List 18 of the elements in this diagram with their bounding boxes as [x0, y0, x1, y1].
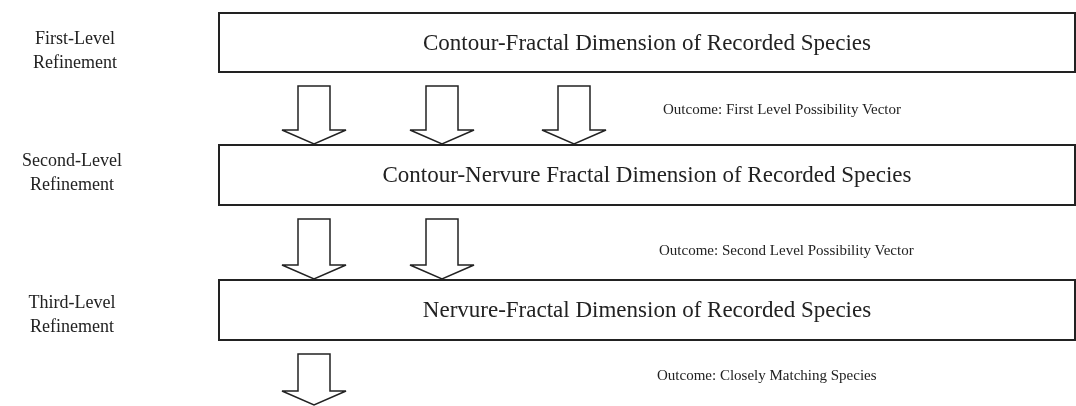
level-label: Third-Level Refinement: [27, 291, 117, 338]
level-label: First-Level Refinement: [32, 27, 118, 74]
box-title: Contour-Nervure Fractal Dimension of Recorded Species: [382, 162, 912, 188]
box-title: Nervure-Fractal Dimension of Recorded Species: [422, 297, 872, 323]
block-arrow: [541, 85, 607, 145]
process-box: [218, 12, 1076, 73]
block-arrow: [409, 218, 475, 280]
block-arrow: [281, 85, 347, 145]
outcome-note: Outcome: Closely Matching Species: [657, 367, 877, 384]
process-box: [218, 279, 1076, 341]
box-title: Contour-Fractal Dimension of Recorded Species: [423, 29, 871, 56]
block-arrow: [281, 218, 347, 280]
level-label: Second-Level Refinement: [21, 149, 123, 196]
outcome-note: Outcome: First Level Possibility Vector: [663, 101, 902, 118]
block-arrow: [409, 85, 475, 145]
process-box: [218, 144, 1076, 206]
outcome-note: Outcome: Second Level Possibility Vector: [659, 242, 914, 259]
block-arrow: [281, 353, 347, 406]
